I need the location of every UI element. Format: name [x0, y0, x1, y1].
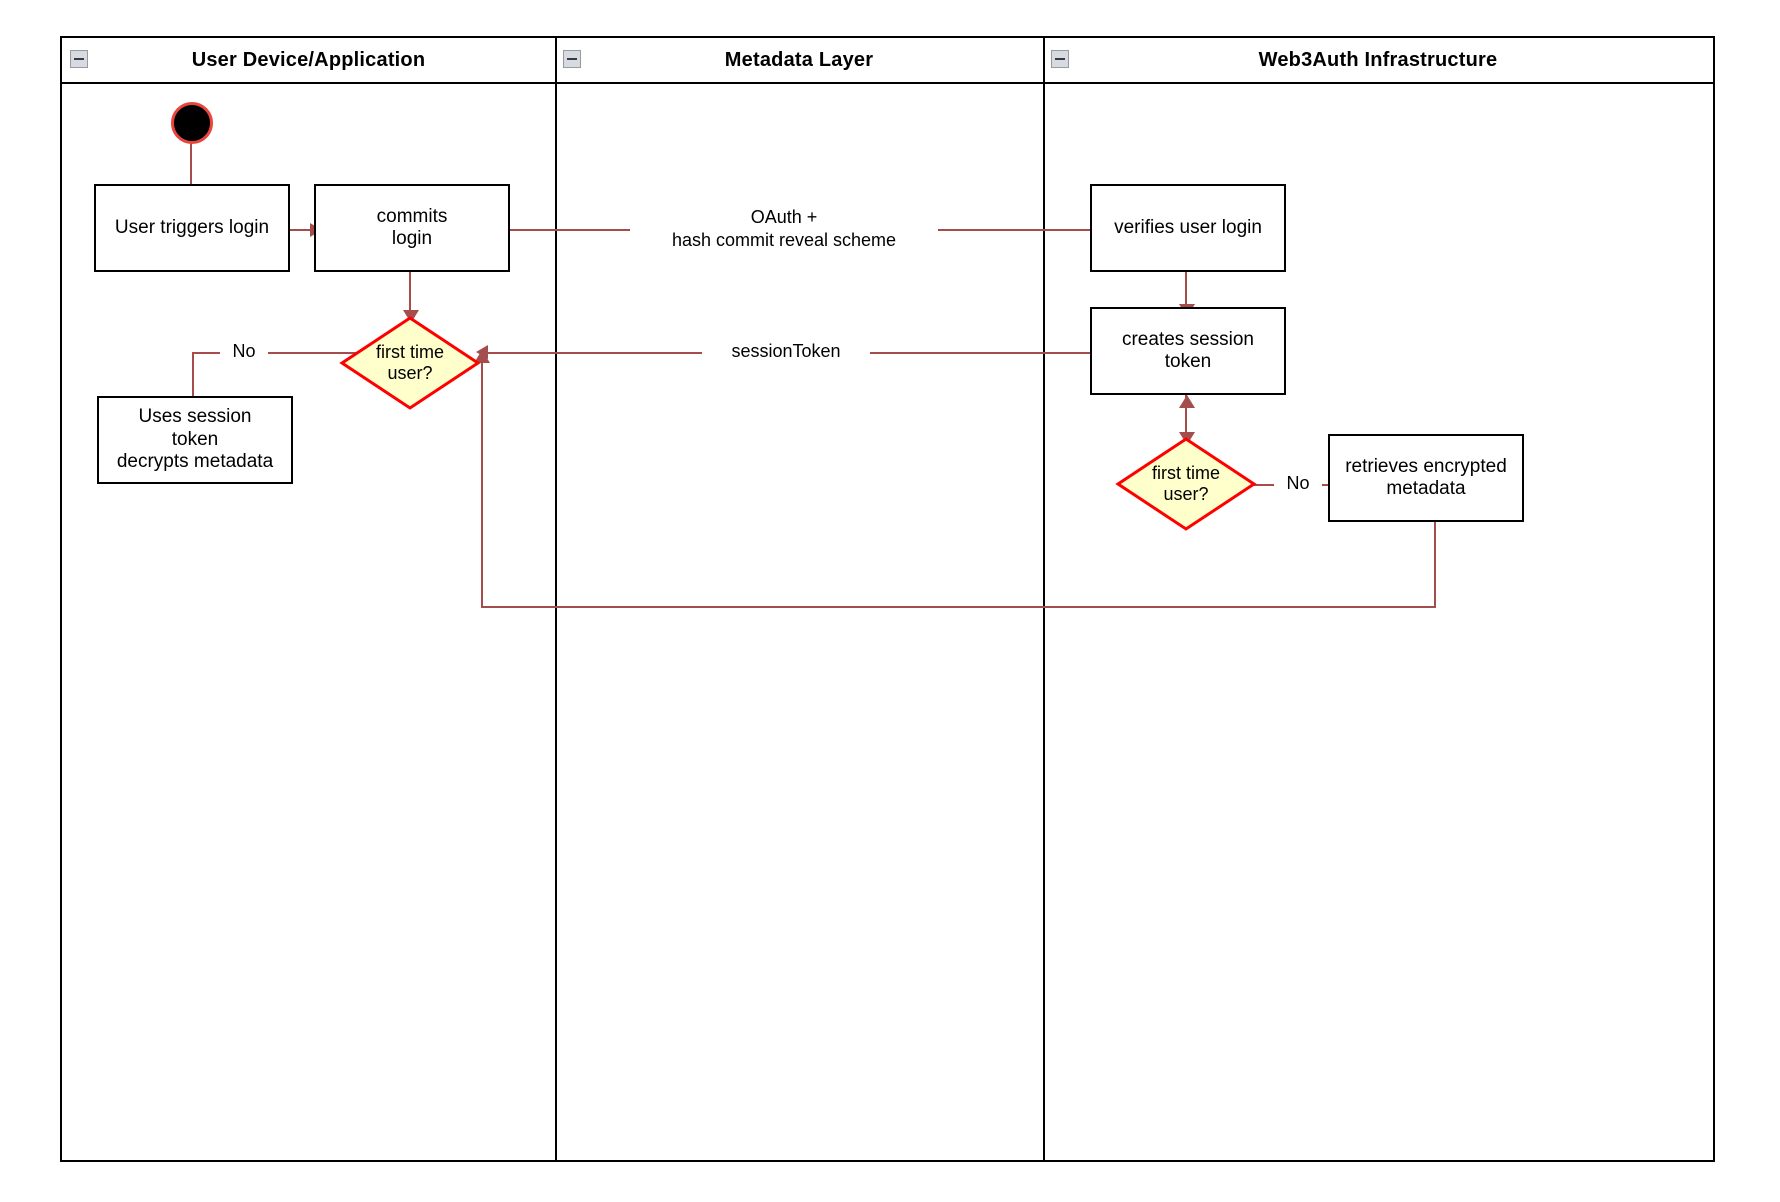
lane-title-metadata: Metadata Layer	[724, 48, 874, 71]
edge-no-left-down	[192, 352, 194, 396]
collapse-minus-icon[interactable]	[1051, 50, 1069, 68]
arrowhead-up	[474, 350, 490, 363]
node-user-triggers-login[interactable]: User triggers login	[94, 184, 290, 272]
edge-start-to-user-triggers	[190, 142, 192, 184]
node-label: Uses session token decrypts metadata	[116, 406, 274, 473]
node-commits-login[interactable]: commits login	[314, 184, 510, 272]
node-label: User triggers login	[114, 216, 270, 238]
lane-header-web3auth: Web3Auth Infrastructure	[1043, 38, 1713, 84]
edge-return-up-to-decision	[481, 358, 483, 608]
node-creates-session-token[interactable]: creates session token	[1090, 307, 1286, 395]
edge-label-oauth: OAuth + hash commit reveal scheme	[630, 206, 938, 251]
node-verifies-user-login[interactable]: verifies user login	[1090, 184, 1286, 272]
diamond-shape	[339, 316, 481, 410]
edge-creates-to-decision	[1185, 395, 1187, 445]
diamond-shape	[1115, 437, 1257, 531]
edge-label-no-right: No	[1274, 472, 1322, 495]
lane-divider-1	[555, 38, 557, 1160]
lane-divider-2	[1043, 38, 1045, 1160]
node-label: first time user?	[375, 341, 444, 383]
node-uses-session-token[interactable]: Uses session token decrypts metadata	[97, 396, 293, 484]
lane-header-metadata: Metadata Layer	[555, 38, 1043, 84]
edge-retrieves-return-left	[481, 606, 1436, 608]
edge-commits-to-decision	[409, 272, 411, 318]
edge-verifies-to-creates	[1185, 272, 1187, 314]
arrowhead-up	[1179, 395, 1195, 408]
node-decision-first-time-user-right[interactable]: first time user?	[1115, 437, 1257, 531]
lane-title-web3auth: Web3Auth Infrastructure	[1258, 48, 1498, 71]
collapse-minus-icon[interactable]	[70, 50, 88, 68]
swimlane-pool: User Device/Application Metadata Layer W…	[60, 36, 1715, 1162]
node-decision-first-time-user-left[interactable]: first time user?	[339, 316, 481, 410]
node-label: verifies user login	[1114, 216, 1262, 238]
edge-user-triggers-to-commits	[290, 229, 316, 231]
node-label: commits login	[376, 205, 448, 249]
edge-label-no-left: No	[220, 340, 268, 363]
edge-decision-no-left	[192, 352, 357, 354]
node-label: retrieves encrypted metadata	[1345, 455, 1507, 499]
edge-retrieves-down	[1434, 522, 1436, 608]
lane-header-user-device: User Device/Application	[62, 38, 555, 84]
start-node	[171, 102, 213, 144]
node-label: first time user?	[1151, 462, 1220, 504]
lane-title-user-device: User Device/Application	[191, 48, 426, 71]
collapse-minus-icon[interactable]	[563, 50, 581, 68]
node-label: creates session token	[1121, 328, 1254, 372]
node-retrieves-encrypted-metadata[interactable]: retrieves encrypted metadata	[1328, 434, 1524, 522]
edge-label-session-token: sessionToken	[702, 340, 870, 363]
